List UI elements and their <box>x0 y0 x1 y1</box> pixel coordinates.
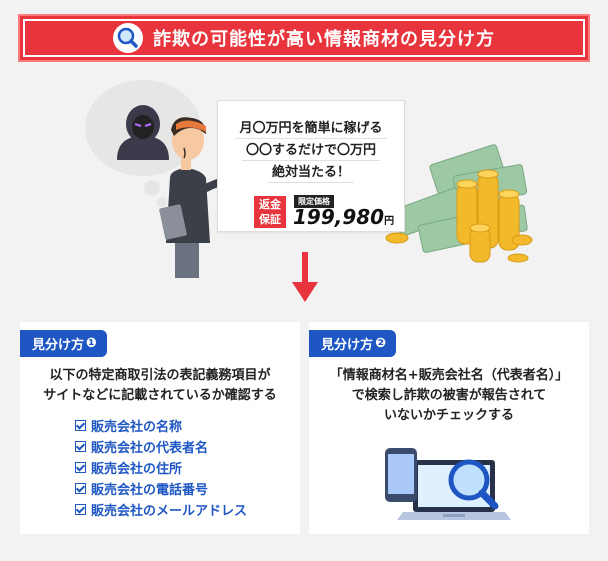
checkbox-icon <box>75 462 86 473</box>
sign-line: 絶対当たる！ <box>218 161 404 183</box>
card-description: 「情報商材名+販売会社名（代表者名）」 で検索し詐欺の被害が報告されて いないか… <box>309 366 589 426</box>
card-desc-line: いないかチェックする <box>383 408 514 423</box>
method-tag-label: 見分け方 <box>32 338 85 353</box>
checklist-item: 販売会社の電話番号 <box>75 478 247 499</box>
refund-text: 返金 <box>259 198 281 211</box>
card-desc-line: 以下の特定商取引法の表記義務項目が <box>49 368 271 383</box>
checklist-item-label: 販売会社の名称 <box>91 420 183 435</box>
price-value: 199,980 <box>293 205 385 229</box>
ad-signboard: 月〇万円を簡単に稼げる 〇〇するだけで〇万円 絶対当たる！ 返金 保証 限定価格… <box>217 100 405 232</box>
checklist-item-label: 販売会社の電話番号 <box>91 483 209 498</box>
card-description: 以下の特定商取引法の表記義務項目が サイトなどに記載されているか確認する <box>20 366 300 406</box>
method-tag-number: ❷ <box>375 336 387 351</box>
checkbox-icon <box>75 420 86 431</box>
guarantee-text: 保証 <box>259 213 281 226</box>
scam-illustration <box>85 80 533 278</box>
refund-guarantee-badge: 返金 保証 <box>254 196 286 228</box>
checklist-item-label: 販売会社の住所 <box>91 462 183 477</box>
checklist-item-label: 販売会社のメールアドレス <box>91 504 248 519</box>
required-items-checklist: 販売会社の名称 販売会社の代表者名 販売会社の住所 販売会社の電話番号 販売会社… <box>75 415 247 520</box>
title-banner: 詐欺の可能性が高い情報商材の見分け方 <box>18 14 590 62</box>
magnifier-icon <box>113 23 143 53</box>
checklist-item: 販売会社の名称 <box>75 415 247 436</box>
price: 199,980円 <box>293 205 394 229</box>
sign-line-text: 〇〇するだけで〇万円 <box>241 143 380 161</box>
card-desc-line: で検索し詐欺の被害が報告されて <box>351 388 547 403</box>
price-unit: 円 <box>384 216 395 227</box>
checklist-item-label: 販売会社の代表者名 <box>91 441 209 456</box>
sign-line: 〇〇するだけで〇万円 <box>218 139 404 161</box>
checkbox-icon <box>75 504 86 515</box>
thought-bubble-icon <box>85 80 201 207</box>
arrow-down-icon <box>292 252 318 302</box>
title-banner-inner: 詐欺の可能性が高い情報商材の見分け方 <box>23 19 585 57</box>
sign-line-text: 絶対当たる！ <box>267 165 354 183</box>
card-desc-line: 「情報商材名+販売会社名（代表者名）」 <box>329 368 569 383</box>
method-tag-number: ❶ <box>86 336 98 351</box>
limited-price-label: 限定価格 <box>294 195 334 208</box>
checklist-item: 販売会社の住所 <box>75 457 247 478</box>
devices-search-icon <box>385 448 511 520</box>
checklist-item: 販売会社のメールアドレス <box>75 499 247 520</box>
checkbox-icon <box>75 441 86 452</box>
card-desc-line: サイトなどに記載されているか確認する <box>43 388 277 403</box>
sign-line: 月〇万円を簡単に稼げる <box>218 117 404 139</box>
page-title: 詐欺の可能性が高い情報商材の見分け方 <box>153 29 495 50</box>
sign-line-text: 月〇万円を簡単に稼げる <box>235 121 387 139</box>
checkbox-icon <box>75 483 86 494</box>
method-tag-label: 見分け方 <box>321 338 374 353</box>
money-pile-icon <box>385 144 533 263</box>
checklist-item: 販売会社の代表者名 <box>75 436 247 457</box>
